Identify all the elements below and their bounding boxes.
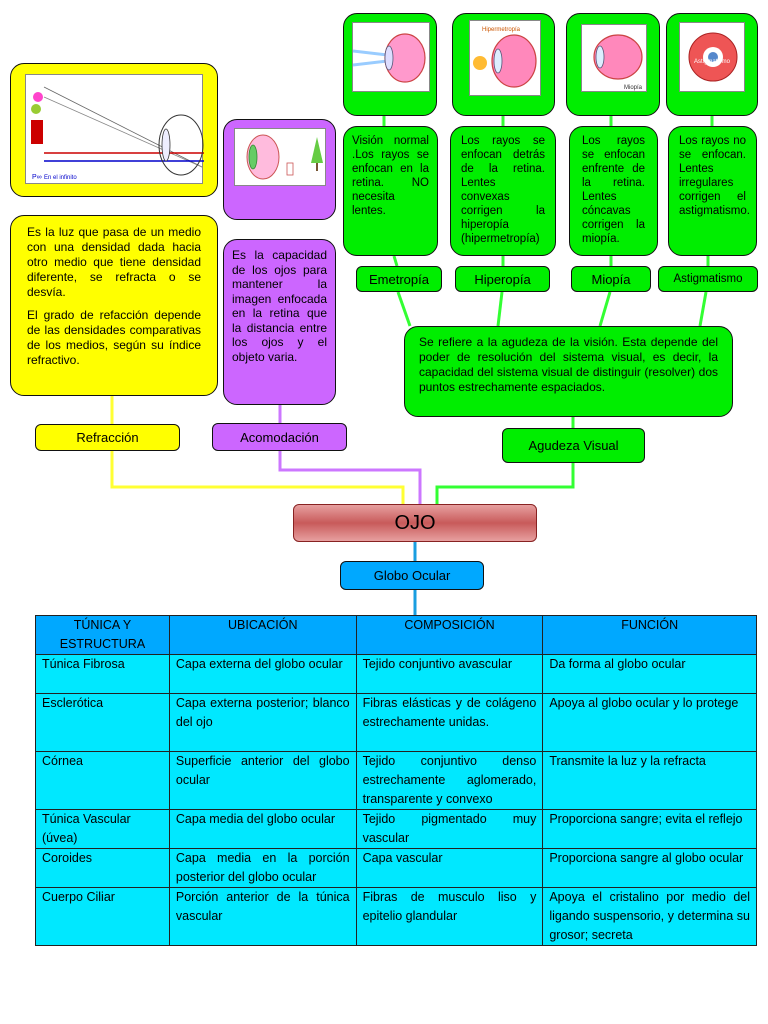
astigmatismo-text-box: Los rayos no se enfocan. Lentes irregula… — [668, 126, 757, 256]
miopia-eye-image: Miopía — [581, 24, 647, 92]
table-cell: Cuerpo Ciliar — [35, 887, 170, 946]
accommodation-diagram — [234, 128, 326, 186]
table-cell: Esclerótica — [35, 693, 170, 752]
table-cell: Da forma al globo ocular — [542, 654, 757, 694]
refraction-diagram: P∞ En el infinito — [25, 74, 204, 184]
table-cell: Apoya el cristalino por medio del ligand… — [542, 887, 757, 946]
astigmatismo-label: Astigmatismo — [658, 266, 758, 292]
hiperopia-eye-image: Hipermetropía — [469, 20, 541, 96]
refraccion-image-box: P∞ En el infinito — [10, 63, 218, 197]
table-cell: Capa externa posterior; blanco del ojo — [168, 693, 357, 752]
table-cell: Apoya al globo ocular y lo protege — [542, 693, 757, 752]
agudeza-label: Agudeza Visual — [502, 428, 645, 463]
globo-ocular-label: Globo Ocular — [340, 561, 484, 590]
table-cell: Córnea — [35, 751, 170, 810]
table-cell: Fibras de musculo liso y epitelio glandu… — [355, 887, 544, 946]
table-header: COMPOSICIÓN — [355, 615, 544, 655]
emetropia-text-box: Visión normal .Los rayos se enfocan en l… — [343, 126, 438, 256]
miopia-text-box: Los rayos se enfocan enfrente de la reti… — [569, 126, 658, 256]
refraccion-text-box: Es la luz que pasa de un medio con una d… — [10, 215, 218, 396]
miopia-img-caption: Miopía — [624, 85, 643, 91]
table-row: Coroides Capa media en la porción poster… — [35, 848, 757, 888]
miopia-text: Los rayos se enfocan enfrente de la reti… — [582, 135, 645, 245]
table-cell: Capa externa del globo ocular — [168, 654, 357, 694]
astigmatismo-image-box: Astigmatismo — [666, 13, 758, 116]
table-header: TÚNICA Y ESTRUCTURA — [35, 615, 170, 655]
table-header-row: TÚNICA Y ESTRUCTURA UBICACIÓN COMPOSICIÓ… — [35, 615, 757, 655]
tunicas-table: TÚNICA Y ESTRUCTURA UBICACIÓN COMPOSICIÓ… — [35, 615, 757, 946]
acomodacion-label: Acomodación — [212, 423, 347, 451]
table-cell: Fibras elásticas y de colágeno estrecham… — [355, 693, 544, 752]
table-row: Córnea Superficie anterior del globo ocu… — [35, 751, 757, 810]
table-cell: Tejido conjuntivo avascular — [355, 654, 544, 694]
table-cell: Túnica Vascular (úvea) — [35, 809, 170, 849]
table-row: Túnica Fibrosa Capa externa del globo oc… — [35, 654, 757, 694]
astigmatismo-img-caption: Astigmatismo — [694, 59, 731, 65]
astigmatismo-eye-image: Astigmatismo — [679, 22, 745, 92]
acomodacion-text: Es la capacidad de los ojos para mantene… — [232, 248, 327, 364]
table-cell: Transmite la luz y la refracta — [542, 751, 757, 810]
emetropia-label: Emetropía — [356, 266, 442, 292]
table-row: Túnica Vascular (úvea) Capa media del gl… — [35, 809, 757, 849]
agudeza-text-box: Se refiere a la agudeza de la visión. Es… — [404, 326, 733, 417]
astigmatismo-text: Los rayos no se enfocan. Lentes irregula… — [679, 135, 750, 217]
refraction-diagram-label: P∞ — [32, 174, 42, 181]
table-cell: Tejido conjuntivo denso estrechamente ag… — [355, 751, 544, 810]
emetropia-eye-image — [352, 22, 430, 92]
table-header: FUNCIÓN — [542, 615, 757, 655]
hiperopia-img-caption: Hipermetropía — [482, 27, 521, 33]
miopia-image-box: Miopía — [566, 13, 660, 116]
table-cell: Túnica Fibrosa — [35, 654, 170, 694]
hiperopia-text: Los rayos se enfocan detrás de la retina… — [461, 135, 545, 245]
table-row: Cuerpo Ciliar Porción anterior de la tún… — [35, 887, 757, 946]
table-cell: Proporciona sangre; evita el reflejo — [542, 809, 757, 849]
agudeza-text: Se refiere a la agudeza de la visión. Es… — [419, 335, 718, 394]
emetropia-image-box — [343, 13, 437, 116]
emetropia-text: Visión normal .Los rayos se enfocan en l… — [352, 135, 429, 217]
table-cell: Superficie anterior del globo ocular — [168, 751, 357, 810]
table-cell: Capa vascular — [355, 848, 544, 888]
table-header: UBICACIÓN — [168, 615, 357, 655]
hiperopia-label: Hiperopía — [455, 266, 550, 292]
ojo-title: OJO — [293, 504, 537, 542]
acomodacion-text-box: Es la capacidad de los ojos para mantene… — [223, 239, 336, 405]
refraction-diagram-caption: En el infinito — [44, 175, 77, 181]
table-cell: Proporciona sangre al globo ocular — [542, 848, 757, 888]
refraccion-label: Refracción — [35, 424, 180, 451]
table-cell: Capa media en la porción posterior del g… — [168, 848, 357, 888]
table-cell: Tejido pigmentado muy vascular — [355, 809, 544, 849]
table-cell: Porción anterior de la túnica vascular — [168, 887, 357, 946]
hiperopia-text-box: Los rayos se enfocan detrás de la retina… — [450, 126, 556, 256]
refraccion-text-1: Es la luz que pasa de un medio con una d… — [27, 225, 201, 299]
acomodacion-image-box — [223, 119, 336, 220]
table-cell: Coroides — [35, 848, 170, 888]
refraccion-text-2: El grado de refacción depende de las den… — [27, 308, 201, 367]
table-cell: Capa media del globo ocular — [168, 809, 357, 849]
table-row: Esclerótica Capa externa posterior; blan… — [35, 693, 757, 752]
hiperopia-image-box: Hipermetropía — [452, 13, 555, 116]
miopia-label: Miopía — [571, 266, 651, 292]
